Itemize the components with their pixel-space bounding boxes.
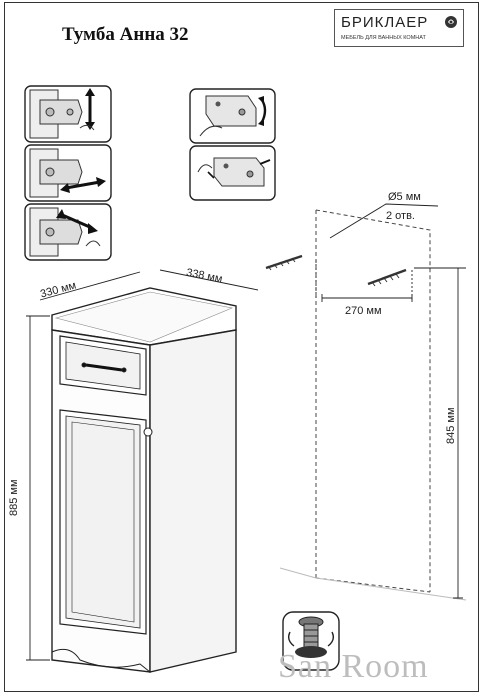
- page-title: Тумба Анна 32: [62, 24, 189, 45]
- hole-diameter-label: Ø5 мм: [388, 191, 421, 203]
- cabinet-dimension-lines: [26, 269, 259, 661]
- brand-logo: БРИКЛАЕР МЕБЕЛЬ ДЛЯ ВАННЫХ КОМНАТ: [334, 9, 464, 47]
- watermark: San Room: [278, 648, 429, 685]
- brand-tagline: МЕБЕЛЬ ДЛЯ ВАННЫХ КОМНАТ: [341, 35, 426, 41]
- wall-screws: [265, 254, 407, 287]
- hanger-bracket-adjust-icon: [189, 88, 276, 144]
- wall-mount-outline: [279, 209, 467, 601]
- hole-dimension-lines: [315, 203, 466, 599]
- rose-icon: [445, 16, 457, 28]
- cabinet-drawing: [51, 287, 237, 673]
- hinge-adjust-vertical-icon: [24, 85, 112, 143]
- adjustable-foot-icon: [282, 611, 340, 671]
- hanger-bracket-screw-icon: [189, 145, 276, 201]
- height-dimension-label: 885 мм: [8, 479, 20, 516]
- brand-name: БРИКЛАЕР: [341, 14, 429, 31]
- hinge-adjust-horizontal-icon: [24, 144, 112, 202]
- hole-count-label: 2 отв.: [386, 210, 415, 222]
- page-frame: [4, 2, 479, 692]
- hinge-adjust-depth-icon: [24, 203, 112, 261]
- hole-spacing-label: 270 мм: [345, 305, 382, 317]
- mount-height-label: 845 мм: [445, 407, 457, 444]
